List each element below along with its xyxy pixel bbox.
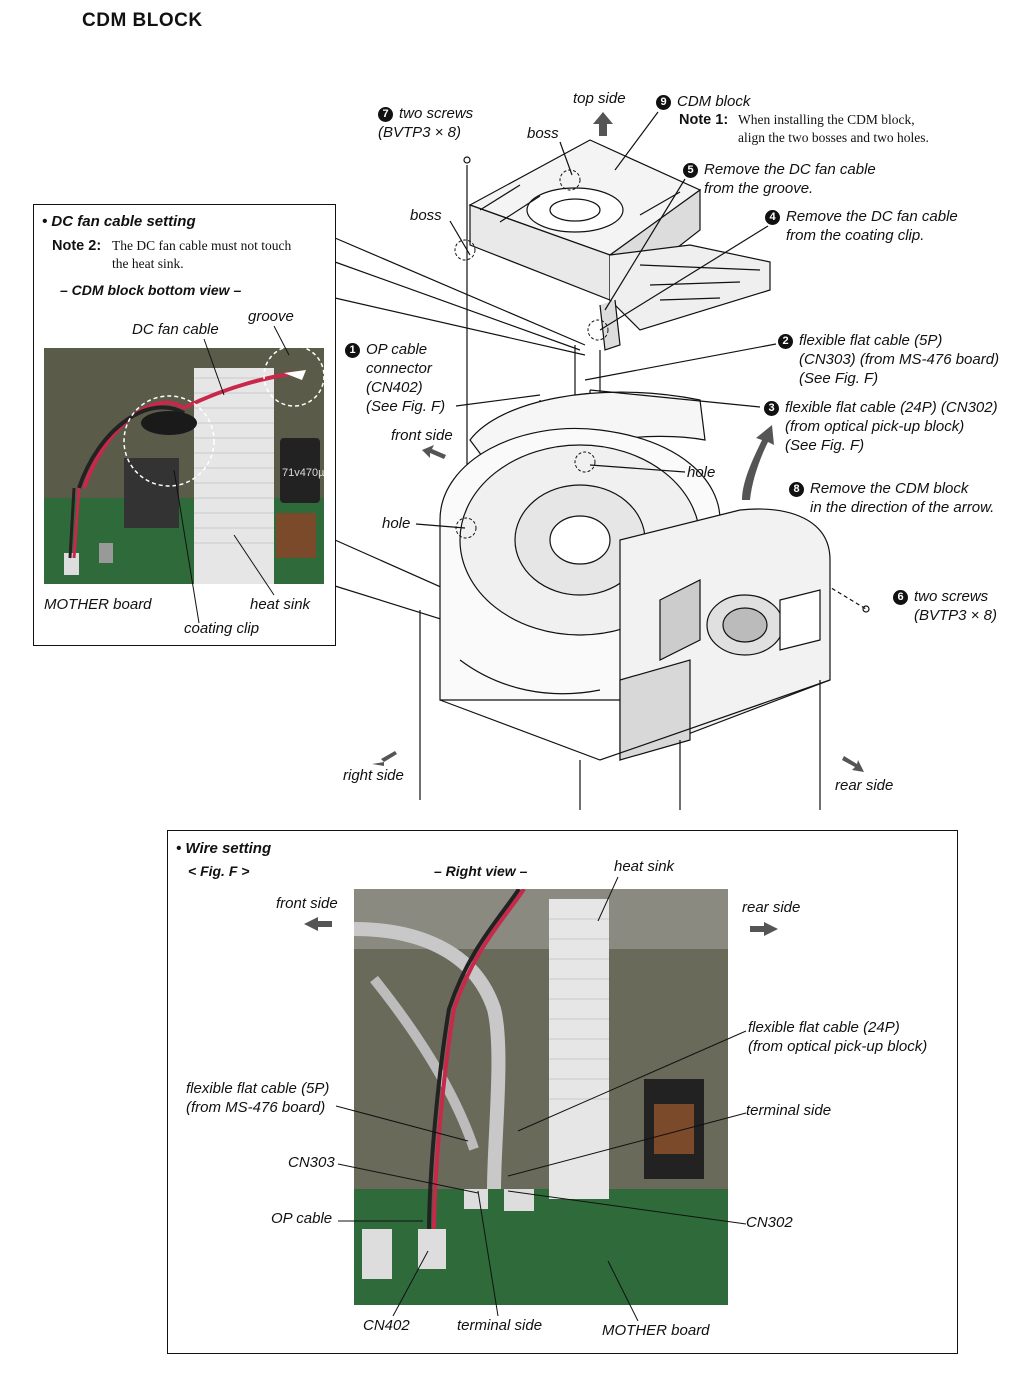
mother-board-label: MOTHER board — [44, 596, 152, 613]
dc-fan-cable-setting-box: • DC fan cable setting Note 2: The DC fa… — [33, 204, 336, 646]
hole-label-left: hole — [382, 515, 411, 532]
fig-f-label: < Fig. F > — [188, 863, 250, 879]
terminal-side-label-bottom: terminal side — [457, 1317, 543, 1334]
wire-box-leaders — [335, 876, 747, 1322]
cn303-label: CN303 — [288, 1154, 335, 1171]
chassis-drawing — [419, 391, 831, 810]
removal-arrow — [742, 425, 774, 500]
front-side-label-fig-f: front side — [276, 895, 338, 912]
fan-box-leaders — [173, 325, 290, 624]
front-side-label: front side — [391, 427, 453, 444]
wire-box-heading: • Wire setting — [176, 840, 272, 857]
right-side-arrow — [372, 751, 397, 766]
right-side-label: right side — [343, 767, 404, 784]
exploded-view-drawing — [334, 111, 870, 810]
note1: Note 1: — [679, 112, 729, 128]
page-title: CDM BLOCK — [82, 10, 203, 31]
note2-text: The DC fan cable must not touch the heat… — [112, 238, 292, 271]
rear-side-label: rear side — [835, 777, 894, 794]
terminal-side-label-right: terminal side — [746, 1102, 832, 1119]
wire-setting-box: • Wire setting < Fig. F > – Right view –… — [167, 830, 958, 1354]
capacitor-text: 71v470µ — [282, 467, 324, 479]
op-cable-label: OP cable — [271, 1210, 333, 1227]
mother-board-label-fig-f: MOTHER board — [602, 1322, 710, 1339]
hole-label-right: hole — [687, 464, 716, 481]
note1-text: When installing the CDM block, align the… — [738, 112, 929, 145]
wire-box-arrows — [304, 917, 778, 936]
coating-clip-label: coating clip — [184, 620, 260, 637]
front-side-arrow — [422, 445, 446, 459]
note2-label: Note 2: — [52, 238, 102, 254]
wire-setting-photo — [354, 889, 728, 1305]
cn402-label: CN402 — [363, 1317, 410, 1334]
ffc24-label: flexible flat cable (24P) (from optical … — [748, 1019, 928, 1055]
rear-side-arrow — [842, 756, 864, 772]
top-side-label: top side — [573, 90, 626, 107]
right-view-label: – Right view – — [434, 863, 528, 879]
ffc5-label: flexible flat cable (5P) (from MS-476 bo… — [186, 1080, 330, 1116]
cdm-block-drawing — [468, 139, 771, 351]
cn302-label: CN302 — [746, 1214, 793, 1231]
heat-sink-label: heat sink — [250, 596, 311, 613]
groove-label: groove — [248, 308, 294, 325]
rear-side-label-fig-f: rear side — [742, 899, 801, 916]
heat-sink-label-fig-f: heat sink — [614, 858, 675, 875]
dc-fan-cable-label: DC fan cable — [132, 321, 219, 338]
fan-box-subheading: – CDM block bottom view – — [60, 282, 242, 298]
boss-label-left: boss — [410, 207, 442, 224]
fan-box-heading: • DC fan cable setting — [42, 213, 196, 230]
top-side-arrow — [593, 112, 613, 136]
boss-label-top: boss — [527, 125, 559, 142]
fan-cable-photo: 71v470µ — [44, 348, 324, 584]
